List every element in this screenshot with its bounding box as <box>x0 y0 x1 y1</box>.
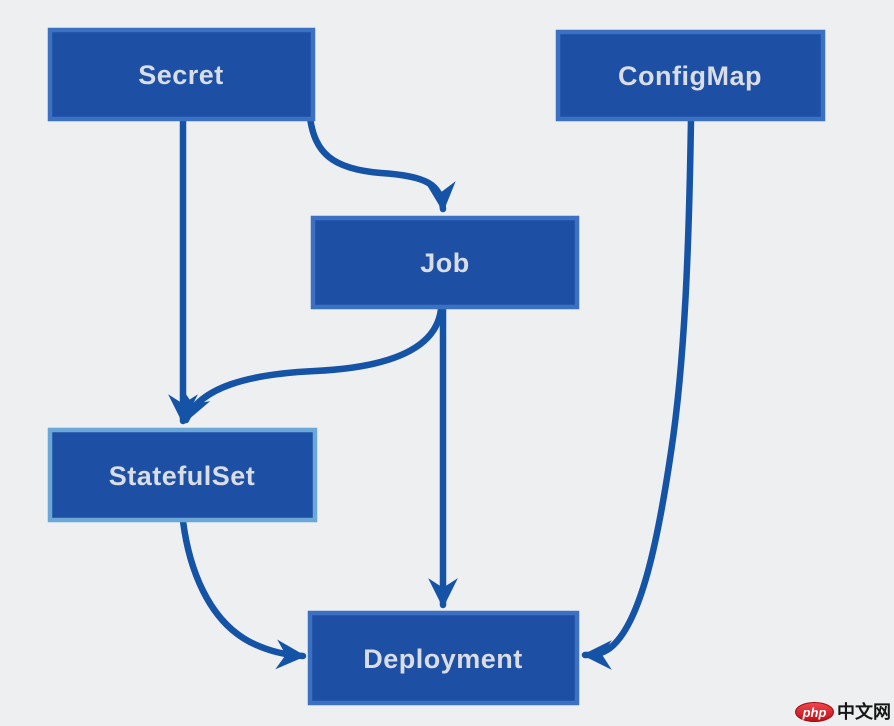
php-logo-icon: php <box>795 702 834 722</box>
edge-statefulset-to-deployment <box>179 517 307 670</box>
node-configmap-label: ConfigMap <box>618 61 762 91</box>
node-job-label: Job <box>420 248 470 278</box>
node-deployment-label: Deployment <box>363 644 523 674</box>
node-secret: Secret <box>47 27 316 122</box>
node-secret-label: Secret <box>138 60 224 90</box>
node-configmap: ConfigMap <box>555 29 826 122</box>
node-job: Job <box>310 215 580 310</box>
watermark: php 中文网 <box>795 702 891 722</box>
watermark-site-name: 中文网 <box>837 702 891 722</box>
edge-secret-to-job <box>306 114 456 213</box>
edge-job-to-statefulset <box>182 305 445 424</box>
edge-configmap-to-deployment <box>581 115 695 670</box>
edges <box>168 114 695 670</box>
node-statefulset-label: StatefulSet <box>109 461 256 491</box>
node-deployment: Deployment <box>307 610 580 706</box>
node-statefulset: StatefulSet <box>47 427 318 523</box>
